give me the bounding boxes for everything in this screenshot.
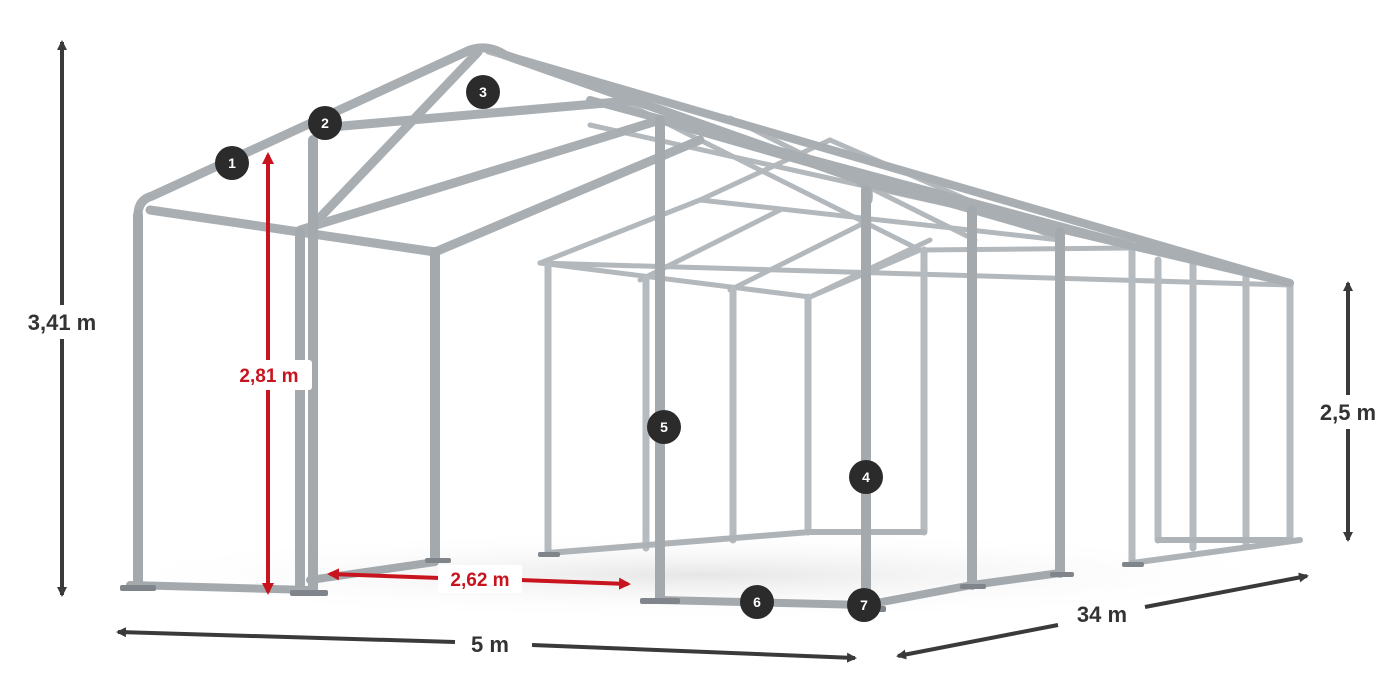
length-dimension: 34 m <box>896 572 1309 660</box>
callout-badge-2: 2 <box>308 106 342 140</box>
callout-number: 6 <box>753 594 761 610</box>
tent-frame <box>120 43 1303 612</box>
callout-badge-4: 4 <box>849 460 883 494</box>
width-dimension: 5 m <box>116 627 857 663</box>
callout-number: 4 <box>862 469 870 485</box>
callout-number: 7 <box>860 597 868 613</box>
callout-number: 5 <box>660 419 668 435</box>
door-height-dimension: 2,81 m <box>226 152 312 595</box>
callout-badge-3: 3 <box>466 75 500 109</box>
length-label: 34 m <box>1077 602 1127 627</box>
callout-number: 3 <box>479 84 487 100</box>
callout-number: 2 <box>321 115 329 131</box>
side-height-dimension: 2,5 m <box>1312 281 1388 542</box>
door-width-label: 2,62 m <box>450 570 509 591</box>
callout-badge-7: 7 <box>847 588 881 622</box>
ground-shadow <box>80 530 1320 620</box>
total-height-label: 3,41 m <box>28 310 97 335</box>
callout-badge-1: 1 <box>215 146 249 180</box>
width-label: 5 m <box>471 632 509 657</box>
door-width-dimension: 2,62 m <box>327 565 631 593</box>
total-height-dimension: 3,41 m <box>12 40 112 597</box>
door-height-label: 2,81 m <box>239 366 298 387</box>
callout-number: 1 <box>228 155 236 171</box>
callout-badge-6: 6 <box>740 585 774 619</box>
callout-badge-5: 5 <box>647 410 681 444</box>
side-height-label: 2,5 m <box>1320 400 1376 425</box>
